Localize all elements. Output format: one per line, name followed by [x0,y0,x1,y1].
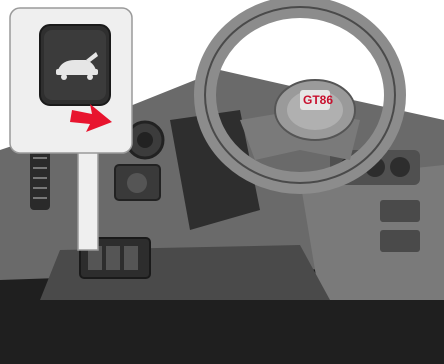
steering-wheel-badge: GT86 [300,90,333,110]
badge-label: GT86 [303,93,333,107]
trunk-open-switch[interactable] [40,25,110,105]
